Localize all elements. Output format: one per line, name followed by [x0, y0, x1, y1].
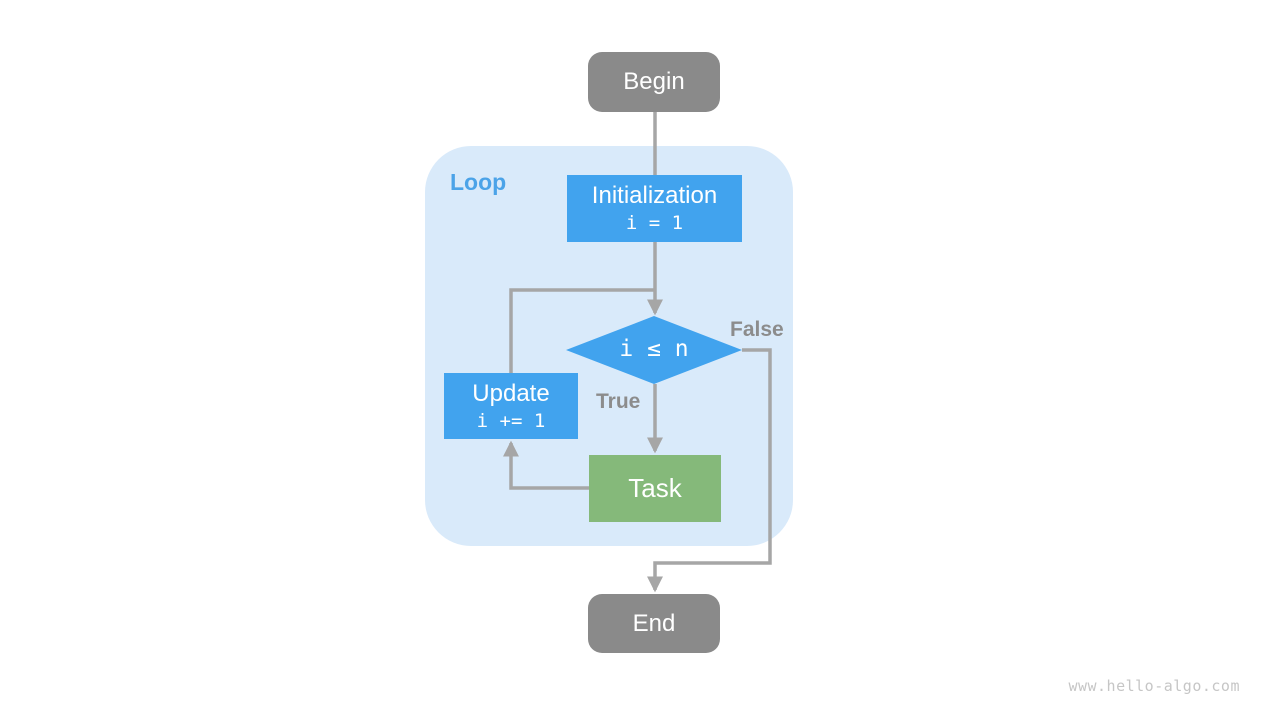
begin-node-label: Begin — [623, 68, 685, 95]
site-watermark: www.hello-algo.com — [1068, 677, 1240, 695]
edge-update-loopback — [509, 288, 655, 374]
loop-label: Loop — [450, 169, 507, 195]
end-node-label: End — [632, 609, 676, 637]
begin-node: Begin — [588, 52, 720, 112]
condition-expression: i ≤ n — [619, 336, 689, 363]
false-branch-label: False — [730, 318, 784, 341]
end-node: End — [588, 594, 720, 653]
initialization-node-code: i = 1 — [625, 212, 684, 235]
task-node-label: Task — [628, 473, 682, 504]
update-node: Update i += 1 — [444, 373, 578, 439]
true-branch-label: True — [596, 390, 641, 413]
update-node-code: i += 1 — [476, 409, 546, 432]
update-node-title: Update — [472, 379, 550, 407]
edge-condition-false-to-end — [646, 348, 772, 593]
initialization-node-title: Initialization — [591, 182, 718, 210]
edge-task-to-update — [502, 440, 589, 490]
task-node: Task — [589, 455, 721, 522]
initialization-node: Initialization i = 1 — [567, 175, 742, 242]
